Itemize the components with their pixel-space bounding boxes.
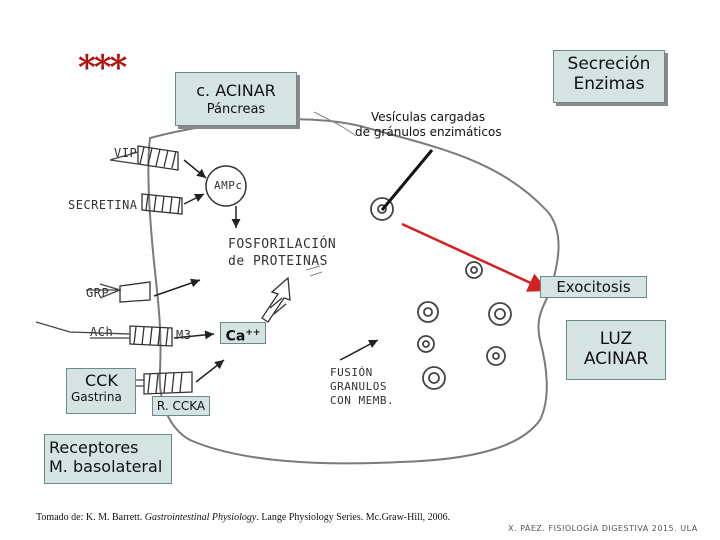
secretin-label: SECRETINA (68, 198, 138, 212)
acinar-subtitle: Páncreas (206, 102, 266, 117)
secretion-line1: Secreción (567, 54, 651, 74)
cck-title: CCK (85, 371, 118, 390)
ach-receptor (129, 325, 173, 347)
exocytosis-box: Exocitosis (540, 276, 647, 298)
lumen-line1: LUZ (599, 329, 633, 349)
receptors-line1: Receptores (49, 438, 139, 457)
fusion-line2: GRANULOS (330, 380, 387, 393)
grp-receptor (119, 281, 151, 303)
acinar-lumen-box: LUZ ACINAR (566, 320, 666, 380)
phosphorylation-line2: de PROTEINAS (228, 254, 328, 269)
phosphorylation-label: FOSFORILACIÓN de PROTEINAS (228, 236, 336, 270)
ach-label: ACh (90, 325, 114, 339)
calcium-box: Ca++ (220, 322, 266, 345)
vesicles-line1: Vesículas cargadas (371, 110, 486, 124)
m3-label: M3 (176, 328, 192, 342)
zymogen-granules (370, 197, 512, 390)
importance-stars: *** (78, 48, 127, 88)
receptors-line2: M. basolateral (49, 457, 163, 476)
cck-receptor-label: R. CCKA (156, 399, 206, 413)
fusion-line3: CON MEMB. (330, 394, 395, 407)
citation-suffix: . Lange Physiology Series. Mc.Graw-Hill,… (256, 512, 451, 523)
acinar-cell-box: c. ACINAR Páncreas (175, 72, 297, 126)
cell-membrane (147, 118, 560, 465)
citation-prefix: Tomado de: K. M. Barrett. (36, 512, 145, 523)
vip-label: VIP (114, 146, 138, 160)
exocytosis-pointer (401, 222, 549, 292)
vesicle-pointer (380, 149, 434, 211)
lumen-line2: ACINAR (583, 349, 649, 369)
acinar-title: c. ACINAR (196, 81, 276, 100)
fusion-label: FUSIÓN GRANULOS CON MEMB. (330, 366, 394, 408)
secretin-receptor (141, 193, 183, 215)
footer-credit: X. PÁEZ. FISIOLOGÍA DIGESTIVA 2015. ULA (508, 524, 698, 533)
exocytosis-label: Exocitosis (556, 278, 631, 296)
phosphorylation-line1: FOSFORILACIÓN (228, 237, 337, 252)
citation: Tomado de: K. M. Barrett. Gastrointestin… (36, 512, 450, 523)
calcium-arrow (261, 276, 291, 323)
vesicles-caption: Vesículas cargadas de gránulos enzimátic… (355, 110, 502, 140)
secretion-box: Secreción Enzimas (553, 50, 665, 103)
cck-box: CCK Gastrina (66, 368, 136, 414)
receptors-box: Receptores M. basolateral (44, 434, 172, 484)
vip-receptor (137, 145, 179, 171)
calcium-base: Ca (225, 328, 246, 345)
fusion-line1: FUSIÓN (330, 366, 373, 379)
cck-receptor-box: R. CCKA (152, 396, 210, 416)
secretion-line2: Enzimas (573, 74, 645, 94)
cck-receptor (143, 371, 193, 395)
camp-label: AMPc (214, 179, 243, 192)
vesicles-line2: de gránulos enzimáticos (355, 125, 502, 139)
gastrin-label: Gastrina (71, 390, 122, 404)
grp-label: GRP (86, 286, 110, 300)
citation-book: Gastrointestinal Physiology (144, 512, 257, 523)
calcium-charge: ++ (245, 328, 261, 338)
